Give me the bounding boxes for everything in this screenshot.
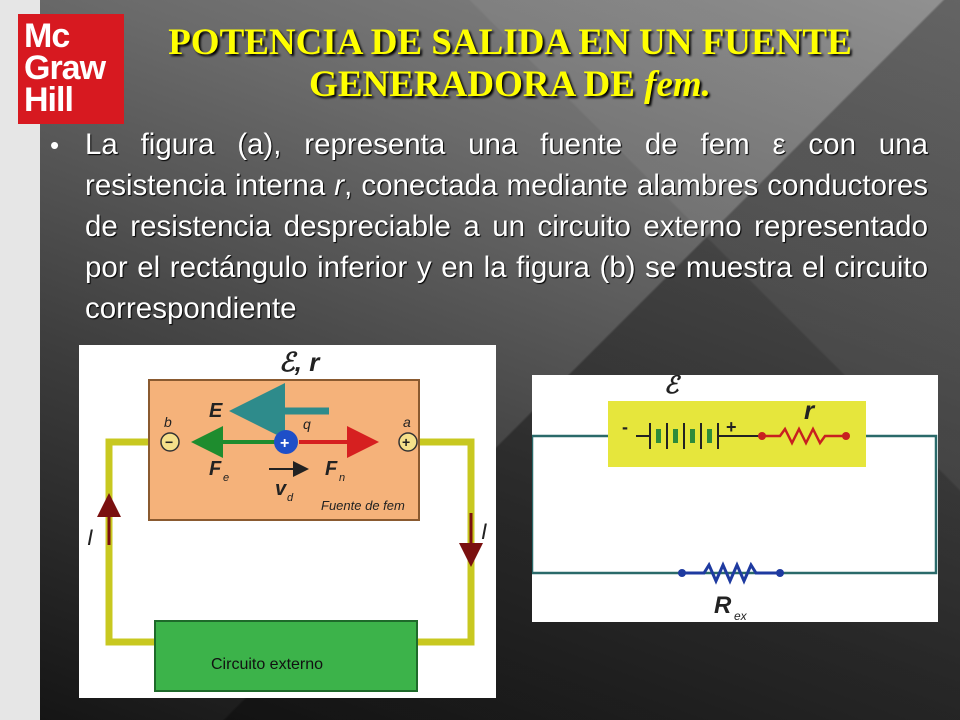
bullet-text: La figura (a), representa una fuente de … — [85, 128, 928, 325]
field-e-label: E — [209, 400, 223, 422]
rex-label: R — [714, 592, 732, 619]
battery-minus: - — [622, 417, 628, 437]
battery-plus: + — [726, 417, 737, 437]
title-line-1: POTENCIA DE SALIDA EN UN FUENTE — [168, 22, 852, 63]
external-circuit-box — [154, 620, 418, 692]
bullet-paragraph: • La figura (a), representa una fuente d… — [50, 124, 928, 329]
minus-sign: − — [165, 434, 173, 450]
external-circuit-label: Circuito externo — [211, 656, 323, 673]
charge-plus: + — [280, 435, 289, 452]
rex-node-right — [776, 569, 784, 577]
r-italic: r — [334, 169, 345, 202]
figure-b: ℰ r - + — [530, 372, 938, 623]
figure-a: ℰ, r b − a + E + q F e F n v d Fuente d — [79, 345, 496, 698]
terminal-b-label: b — [164, 414, 172, 430]
figure-a-diagram: ℰ, r b − a + E + q F e F n v d Fuente d — [87, 347, 487, 692]
terminal-a-label: a — [403, 414, 411, 430]
figure-b-circuit: ℰ r - + — [530, 372, 938, 623]
bullet-marker: • — [50, 130, 60, 160]
force-n-label: F — [325, 458, 338, 480]
rex-sub: ex — [734, 609, 748, 622]
r-node-right — [842, 432, 850, 440]
title-fem-italic: fem. — [644, 64, 711, 105]
velocity-label: v — [275, 478, 288, 500]
external-resistor-icon — [682, 561, 780, 585]
terminal-a-plus — [398, 432, 418, 452]
force-e-label: F — [209, 458, 222, 480]
mcgraw-hill-logo: Mc Graw Hill — [18, 14, 124, 124]
battery-cells-icon — [636, 423, 762, 449]
title-line-2: GENERADORA DE fem. — [309, 64, 711, 105]
source-caption: Fuente de fem — [321, 498, 405, 513]
force-n-sub: n — [339, 472, 345, 484]
plus-sign: + — [402, 434, 410, 450]
slide-title: POTENCIA DE SALIDA EN UN FUENTE GENERADO… — [70, 22, 950, 106]
current-right-label: I — [481, 519, 487, 544]
battery-box — [608, 401, 866, 467]
velocity-sub: d — [287, 492, 294, 504]
charge-label: q — [303, 416, 311, 432]
current-left-label: I — [87, 525, 93, 550]
r-label: r — [804, 395, 816, 425]
internal-resistor-icon — [762, 426, 846, 446]
terminal-b-minus — [160, 432, 180, 452]
emf-label: ℰ — [664, 375, 682, 399]
source-label: ℰ, r — [279, 347, 321, 377]
positive-charge-icon — [274, 430, 298, 454]
force-e-sub: e — [223, 472, 229, 484]
